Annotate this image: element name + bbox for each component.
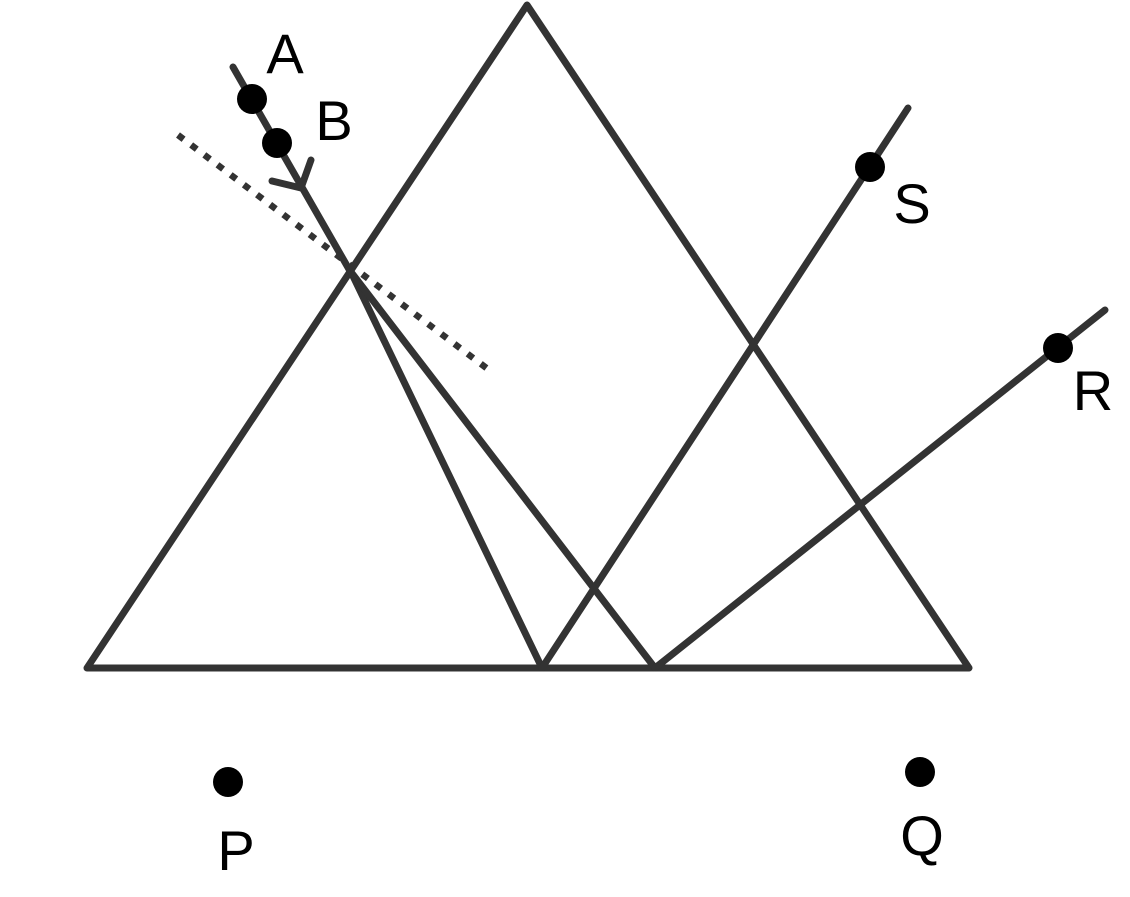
internal-ray-right	[347, 268, 659, 672]
point-dot-S	[855, 152, 885, 182]
prism-triangle	[83, 1, 973, 672]
point-label-S: S	[893, 172, 930, 235]
point-label-A: A	[266, 22, 304, 85]
ray-direction-arrowhead	[268, 156, 315, 192]
point-label-B: B	[315, 89, 352, 152]
point-dot-B	[262, 128, 292, 158]
internal-ray-left	[347, 268, 546, 672]
point-label-P: P	[217, 819, 254, 882]
point-dot-R	[1043, 333, 1073, 363]
point-dot-A	[237, 84, 267, 114]
emergent-ray-s	[538, 104, 912, 672]
point-dot-P	[213, 767, 243, 797]
point-label-Q: Q	[900, 804, 944, 867]
emergent-ray-r	[651, 306, 1109, 672]
normal-dashed-line	[176, 132, 495, 376]
point-dot-Q	[905, 757, 935, 787]
point-label-R: R	[1073, 359, 1113, 422]
